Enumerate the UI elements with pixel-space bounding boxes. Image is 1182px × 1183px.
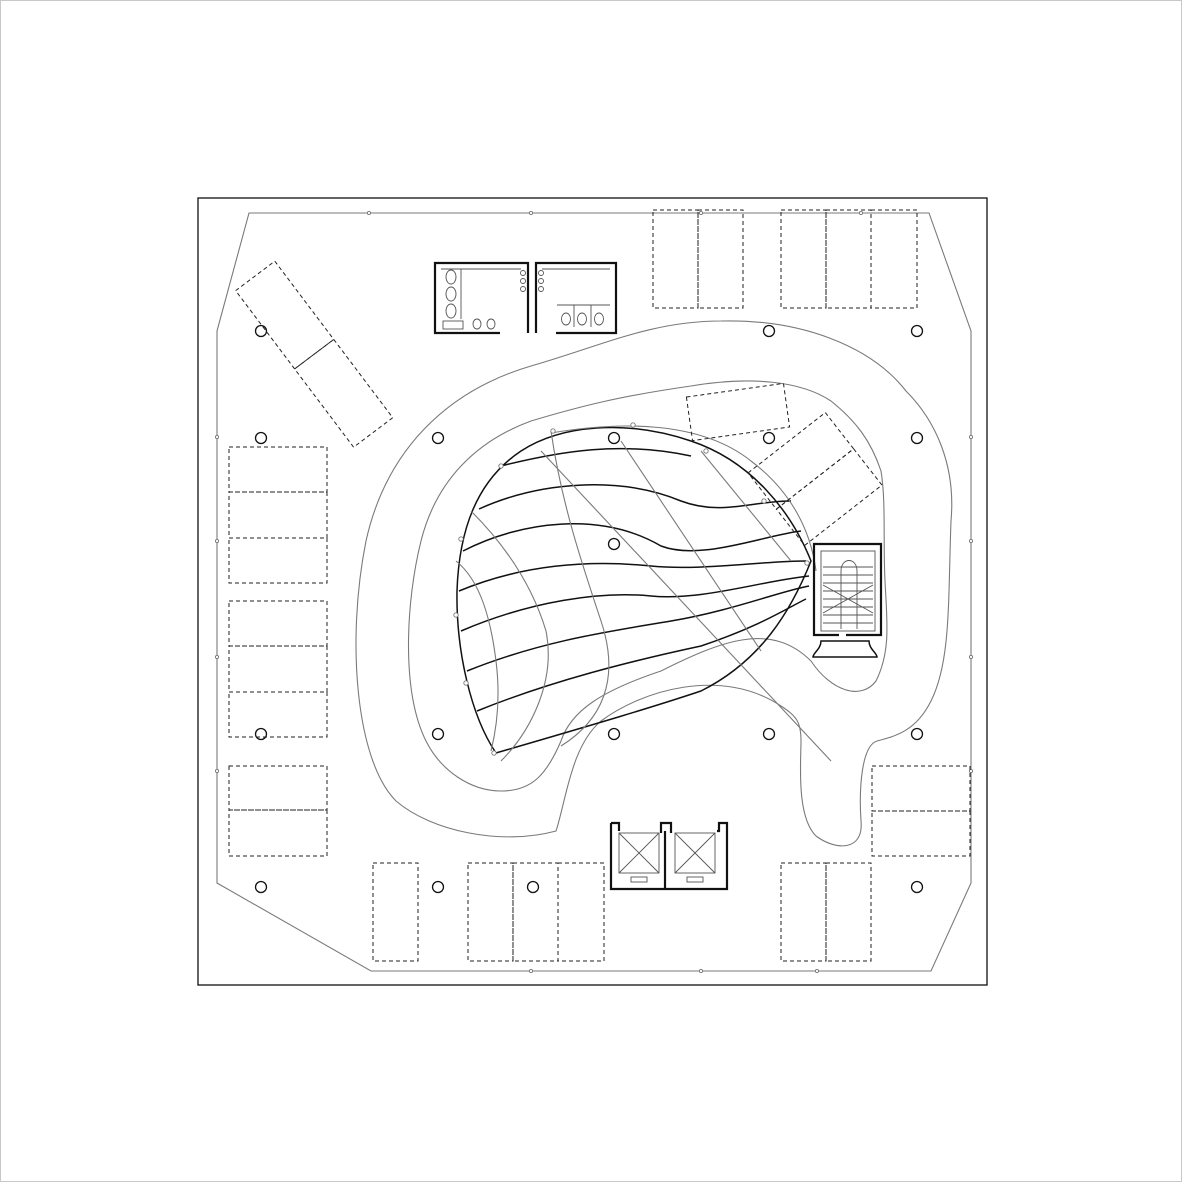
stair-treads — [822, 566, 874, 624]
ramp-inner-edge — [408, 380, 888, 792]
restroom-block — [433, 261, 618, 335]
structural-columns — [254, 324, 924, 894]
slab-outline — [216, 212, 972, 972]
atrium-guide-lines — [455, 425, 832, 762]
slab-edge-points — [214, 210, 974, 974]
atrium-contours — [458, 447, 810, 712]
atrium-edge — [456, 426, 812, 754]
parking-stalls — [228, 209, 971, 962]
stair-core — [812, 542, 883, 658]
atrium-edge-points — [453, 422, 810, 756]
site-boundary — [197, 197, 988, 986]
elevator-core — [609, 821, 729, 891]
ramp-outer-edge — [355, 320, 953, 847]
